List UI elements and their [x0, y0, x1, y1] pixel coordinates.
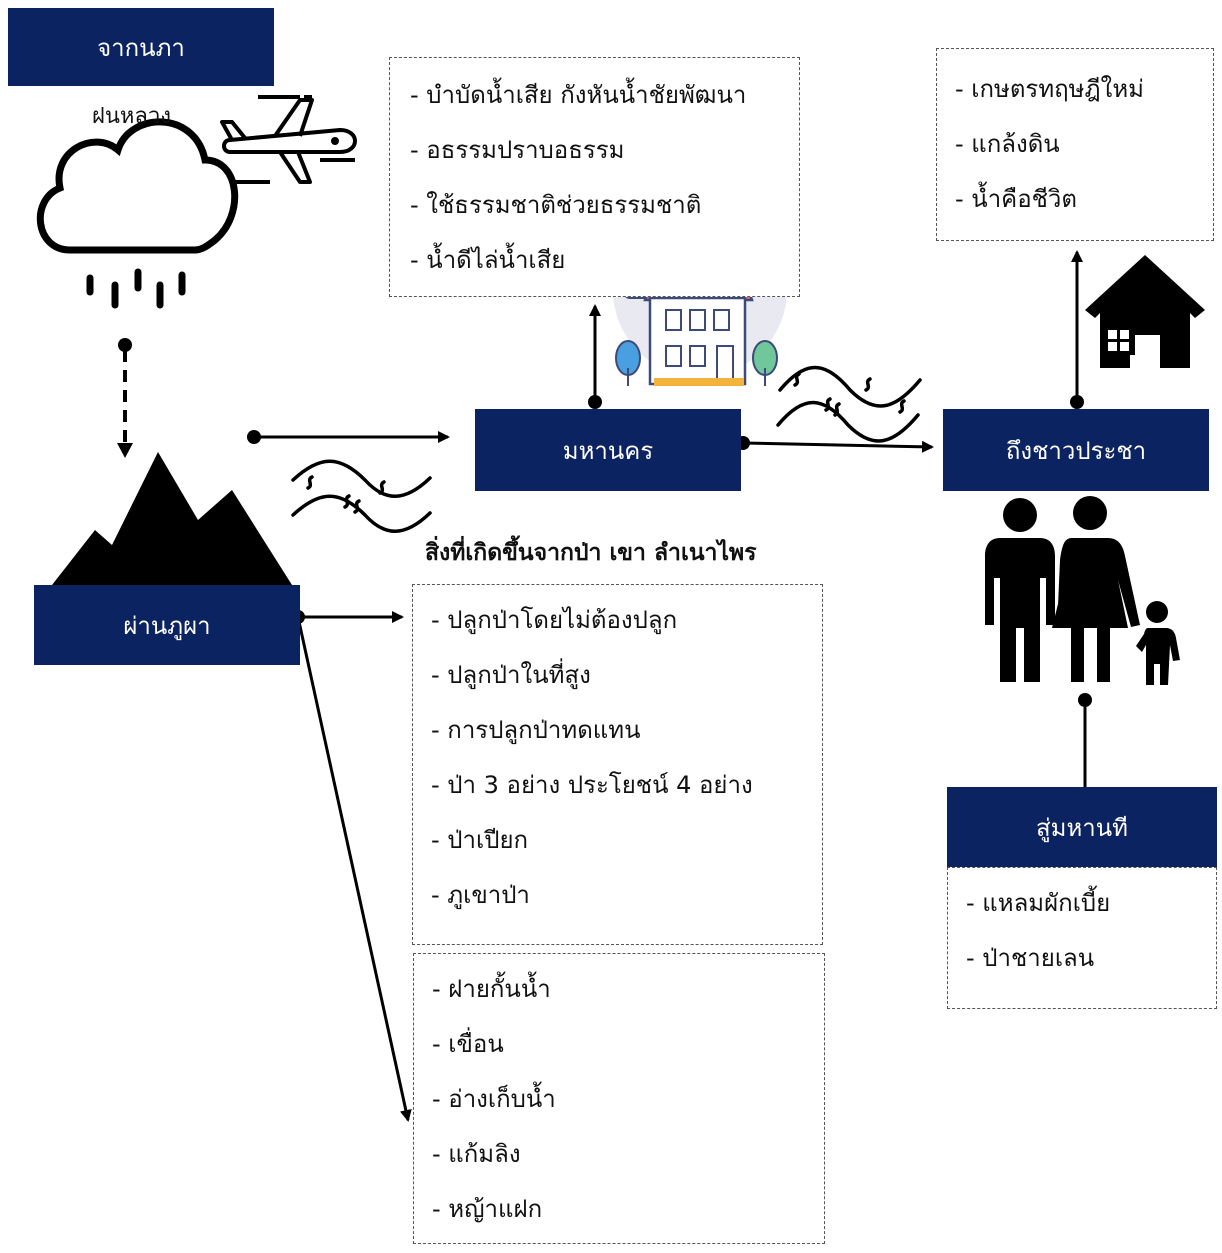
node-mountain: ผ่านภูผา: [34, 585, 300, 665]
list-item: - ปลูกป่าในที่สูง: [431, 661, 591, 689]
node-sea: สู่มหานที: [947, 787, 1217, 867]
city-practices-list: - บำบัดน้ำเสีย กังหันน้ำชัยพัฒนา - อธรรม…: [389, 57, 800, 297]
airplane-icon: [220, 95, 357, 184]
list-item: - ป่าชายเลน: [966, 944, 1095, 972]
field-to-list-arrow: [1070, 250, 1084, 409]
list-item: - การปลูกป่าทดแทน: [431, 716, 641, 744]
list-item: - ปลูกป่าโดยไม่ต้องปลูก: [431, 606, 678, 634]
list-item: - อ่างเก็บน้ำ: [432, 1085, 556, 1113]
rain-cloud-icon: [36, 118, 239, 309]
list-item: - ภูเขาป่า: [431, 881, 530, 909]
mountain-icon: [52, 452, 292, 585]
node-city: มหานคร: [475, 409, 741, 491]
list-item: - หญ้าแฝก: [432, 1195, 543, 1223]
forest-practices-list: - ปลูกป่าโดยไม่ต้องปลูก - ปลูกป่าในที่สู…: [412, 584, 823, 945]
rain-to-mountain-arrow: [117, 338, 133, 458]
list-item: - อธรรมปราบอธรรม: [410, 136, 625, 164]
node-field: ถึงชาวประชา: [943, 409, 1209, 491]
water-wave-icon: [776, 365, 922, 443]
mountain-to-forest-arrow: [291, 610, 412, 1122]
water-structures-list: - ฝายกั้นน้ำ - เขื่อน - อ่างเก็บน้ำ - แก…: [413, 953, 825, 1244]
field-practices-list: - เกษตรทฤษฎีใหม่ - แกล้งดิน - น้ำคือชีวิ…: [936, 48, 1214, 241]
city-to-field-arrow: [736, 436, 934, 453]
forest-title: สิ่งที่เกิดขึ้นจากป่า เขา ลำเนาไพร: [425, 540, 757, 566]
list-item: - น้ำคือชีวิต: [955, 185, 1077, 213]
list-item: - แหลมผักเบี้ย: [966, 889, 1111, 917]
list-item: - แก้มลิง: [432, 1140, 521, 1168]
list-item: - บำบัดน้ำเสีย กังหันน้ำชัยพัฒนา: [410, 81, 747, 109]
water-wave-icon: [291, 459, 432, 533]
city-to-list-arrow: [588, 304, 602, 409]
list-item: - เขื่อน: [432, 1030, 504, 1058]
node-source: จากนภา: [8, 8, 274, 86]
list-item: - แกล้งดิน: [955, 130, 1060, 158]
list-item: - ป่า 3 อย่าง ประโยชน์ 4 อย่าง: [431, 771, 753, 799]
list-item: - ป่าเปียก: [431, 826, 529, 854]
list-item: - น้ำดีไล่น้ำเสีย: [410, 246, 566, 274]
list-item: - ฝายกั้นน้ำ: [432, 975, 551, 1003]
list-item: - เกษตรทฤษฎีใหม่: [955, 75, 1144, 103]
family-icon: [985, 496, 1180, 685]
house-icon: [1085, 255, 1205, 368]
sea-practices-list: - แหลมผักเบี้ย - ป่าชายเลน: [947, 867, 1217, 1009]
mountain-to-city-arrow: [247, 430, 450, 444]
rain-label: ฝนหลวง: [92, 104, 172, 129]
list-item: - ใช้ธรรมชาติช่วยธรรมชาติ: [410, 191, 702, 219]
